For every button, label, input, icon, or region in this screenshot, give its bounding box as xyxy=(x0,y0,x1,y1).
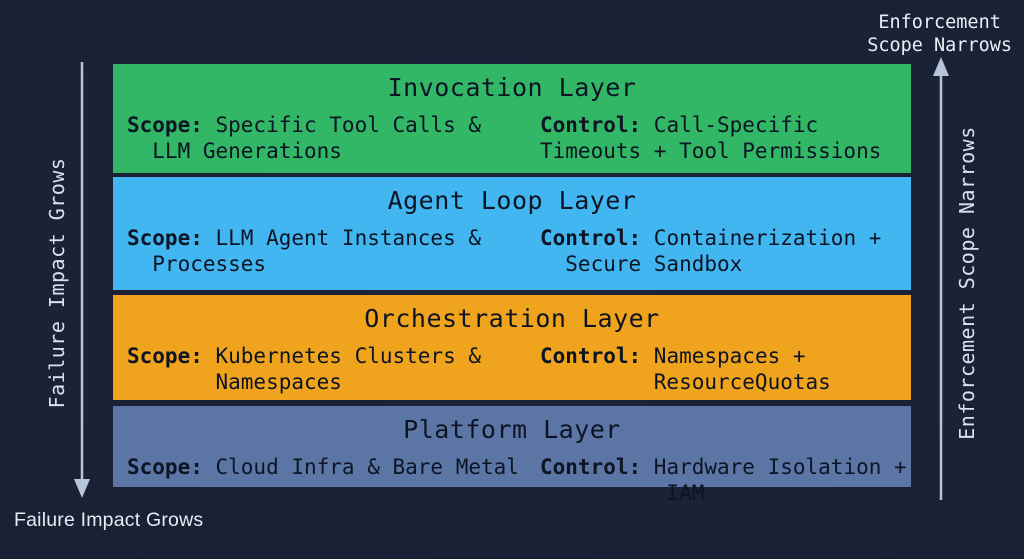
layer-orchestration-scope: Scope: Kubernetes Clusters & Namespaces xyxy=(127,343,481,395)
enforcement-scope-caption-line1: Enforcement xyxy=(878,12,1001,33)
layer-platform-control: Control: Hardware Isolation + IAM xyxy=(540,454,907,506)
layer-orchestration-title: Orchestration Layer xyxy=(364,304,660,333)
enforcement-scope-axis-label: Enforcement Scope Narrows xyxy=(955,126,979,440)
layer-invocation-title: Invocation Layer xyxy=(387,73,637,102)
layer-platform-scope: Scope: Cloud Infra & Bare Metal xyxy=(127,454,519,480)
layer-invocation-scope: Scope: Specific Tool Calls & LLM Generat… xyxy=(127,112,481,164)
control-text: Call-Specific Timeouts + Tool Permission… xyxy=(540,113,882,163)
layer-platform: Platform Layer Scope: Cloud Infra & Bare… xyxy=(113,406,911,505)
scope-text: Kubernetes Clusters & Namespaces xyxy=(215,344,482,394)
layer-orchestration-control: Control: Namespaces + ResourceQuotas xyxy=(540,343,831,395)
control-text: Hardware Isolation + IAM xyxy=(653,455,907,505)
scope-text: Cloud Infra & Bare Metal xyxy=(202,455,519,479)
control-text: Namespaces + ResourceQuotas xyxy=(653,344,831,394)
enforcement-scope-caption: Enforcement Scope Narrows xyxy=(867,11,1012,57)
failure-impact-axis-label: Failure Impact Grows xyxy=(45,157,69,409)
control-text: Containerization + Secure Sandbox xyxy=(565,226,882,276)
layer-agent-loop: Agent Loop Layer Scope: LLM Agent Instan… xyxy=(113,177,911,290)
scope-label: Scope: xyxy=(127,226,203,250)
layer-orchestration: Orchestration Layer Scope: Kubernetes Cl… xyxy=(113,295,911,400)
control-label: Control: xyxy=(540,344,642,368)
layer-invocation: Invocation Layer Scope: Specific Tool Ca… xyxy=(113,64,911,173)
failure-impact-caption: Failure Impact Grows xyxy=(14,509,204,531)
failure-impact-arrow-down-icon xyxy=(74,62,90,498)
scope-label: Scope: xyxy=(127,344,203,368)
scope-label: Scope: xyxy=(127,455,203,479)
control-label: Control: xyxy=(540,226,642,250)
control-label: Control: xyxy=(540,455,642,479)
layer-platform-title: Platform Layer xyxy=(403,415,621,444)
layer-invocation-control: Control: Call-Specific Timeouts + Tool P… xyxy=(540,112,881,164)
enforcement-scope-caption-line2: Scope Narrows xyxy=(867,35,1012,56)
control-label: Control: xyxy=(540,113,642,137)
scope-label: Scope: xyxy=(127,113,203,137)
layer-agent-loop-title: Agent Loop Layer xyxy=(387,186,637,215)
scope-text: Specific Tool Calls & LLM Generations xyxy=(152,113,482,163)
layer-agent-loop-control: Control: Containerization + Secure Sandb… xyxy=(540,225,881,277)
enforcement-scope-arrow-up-icon xyxy=(933,57,949,500)
layer-agent-loop-scope: Scope: LLM Agent Instances & Processes xyxy=(127,225,481,277)
scope-text: LLM Agent Instances & Processes xyxy=(152,226,482,276)
